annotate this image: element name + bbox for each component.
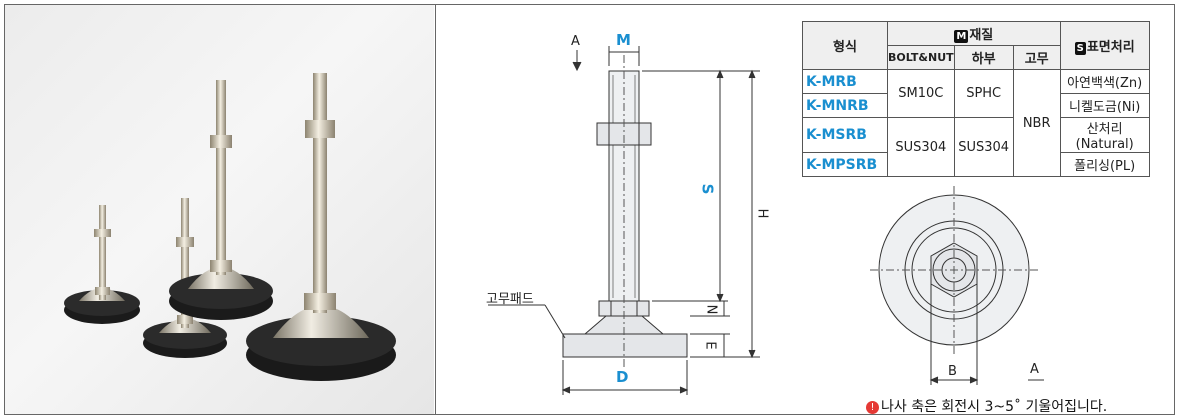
tilt-note-text: 나사 축은 회전시 3~5˚ 기울어집니다.	[881, 399, 1108, 415]
dim-s-label: S	[698, 183, 717, 195]
warning-icon: !	[866, 401, 879, 414]
table-row: K-MRB SM10C SPHC NBR 아연백색(Zn)	[802, 69, 1150, 177]
lower-material-cell: SUS304	[953, 117, 1014, 177]
dim-b-label: B	[948, 364, 957, 379]
dim-e-label: E	[702, 341, 718, 350]
table-row: K-MSRB SUS304 SUS304 산처리(Natural)	[802, 117, 1150, 177]
header-bolt: BOLT&NUT	[887, 45, 955, 70]
section-a-label: A	[1030, 362, 1039, 377]
header-rubber: 고무	[1012, 45, 1061, 70]
model-cell: K-MSRB	[802, 117, 888, 153]
header-type: 형식	[802, 21, 888, 70]
table-row: K-MPSRB 폴리싱(PL)	[802, 152, 1150, 177]
bolt-material-cell: SUS304	[887, 117, 955, 177]
view-arrow-label: A	[571, 34, 580, 49]
surface-cell: 아연백색(Zn)	[1059, 69, 1150, 94]
dim-d-label: D	[616, 368, 629, 386]
rubber-pad-label: 고무패드	[486, 292, 534, 307]
model-cell: K-MRB	[802, 69, 888, 94]
leveler-medium	[143, 198, 227, 358]
table-row: K-MNRB 니켈도금(Ni)	[802, 93, 1150, 118]
surface-cell: 니켈도금(Ni)	[1059, 93, 1150, 118]
header-lower: 하부	[953, 45, 1014, 70]
product-photo	[5, 5, 434, 414]
surface-badge-icon: S	[1074, 42, 1086, 55]
leveler-large	[246, 73, 396, 381]
leveler-medium-tall	[169, 80, 273, 320]
top-view-drawing	[870, 186, 1044, 385]
tilt-note: !나사 축은 회전시 3~5˚ 기울어집니다.	[866, 396, 1107, 416]
lower-material-cell: SPHC	[953, 69, 1014, 118]
dim-m-label: M	[616, 31, 631, 49]
model-cell: K-MPSRB	[802, 152, 888, 177]
surface-cell: 폴리싱(PL)	[1059, 152, 1150, 177]
bolt-material-cell: SM10C	[887, 69, 955, 118]
leveler-small	[64, 205, 140, 324]
surface-cell: 산처리(Natural)	[1059, 117, 1150, 153]
dim-n-label: N	[703, 304, 719, 315]
rubber-material-cell: NBR	[1012, 69, 1061, 177]
material-badge-icon: M	[954, 30, 969, 43]
dim-h-label: H	[754, 208, 770, 219]
model-cell: K-MNRB	[802, 93, 888, 118]
divider	[435, 4, 436, 415]
outer-frame	[4, 4, 1175, 415]
